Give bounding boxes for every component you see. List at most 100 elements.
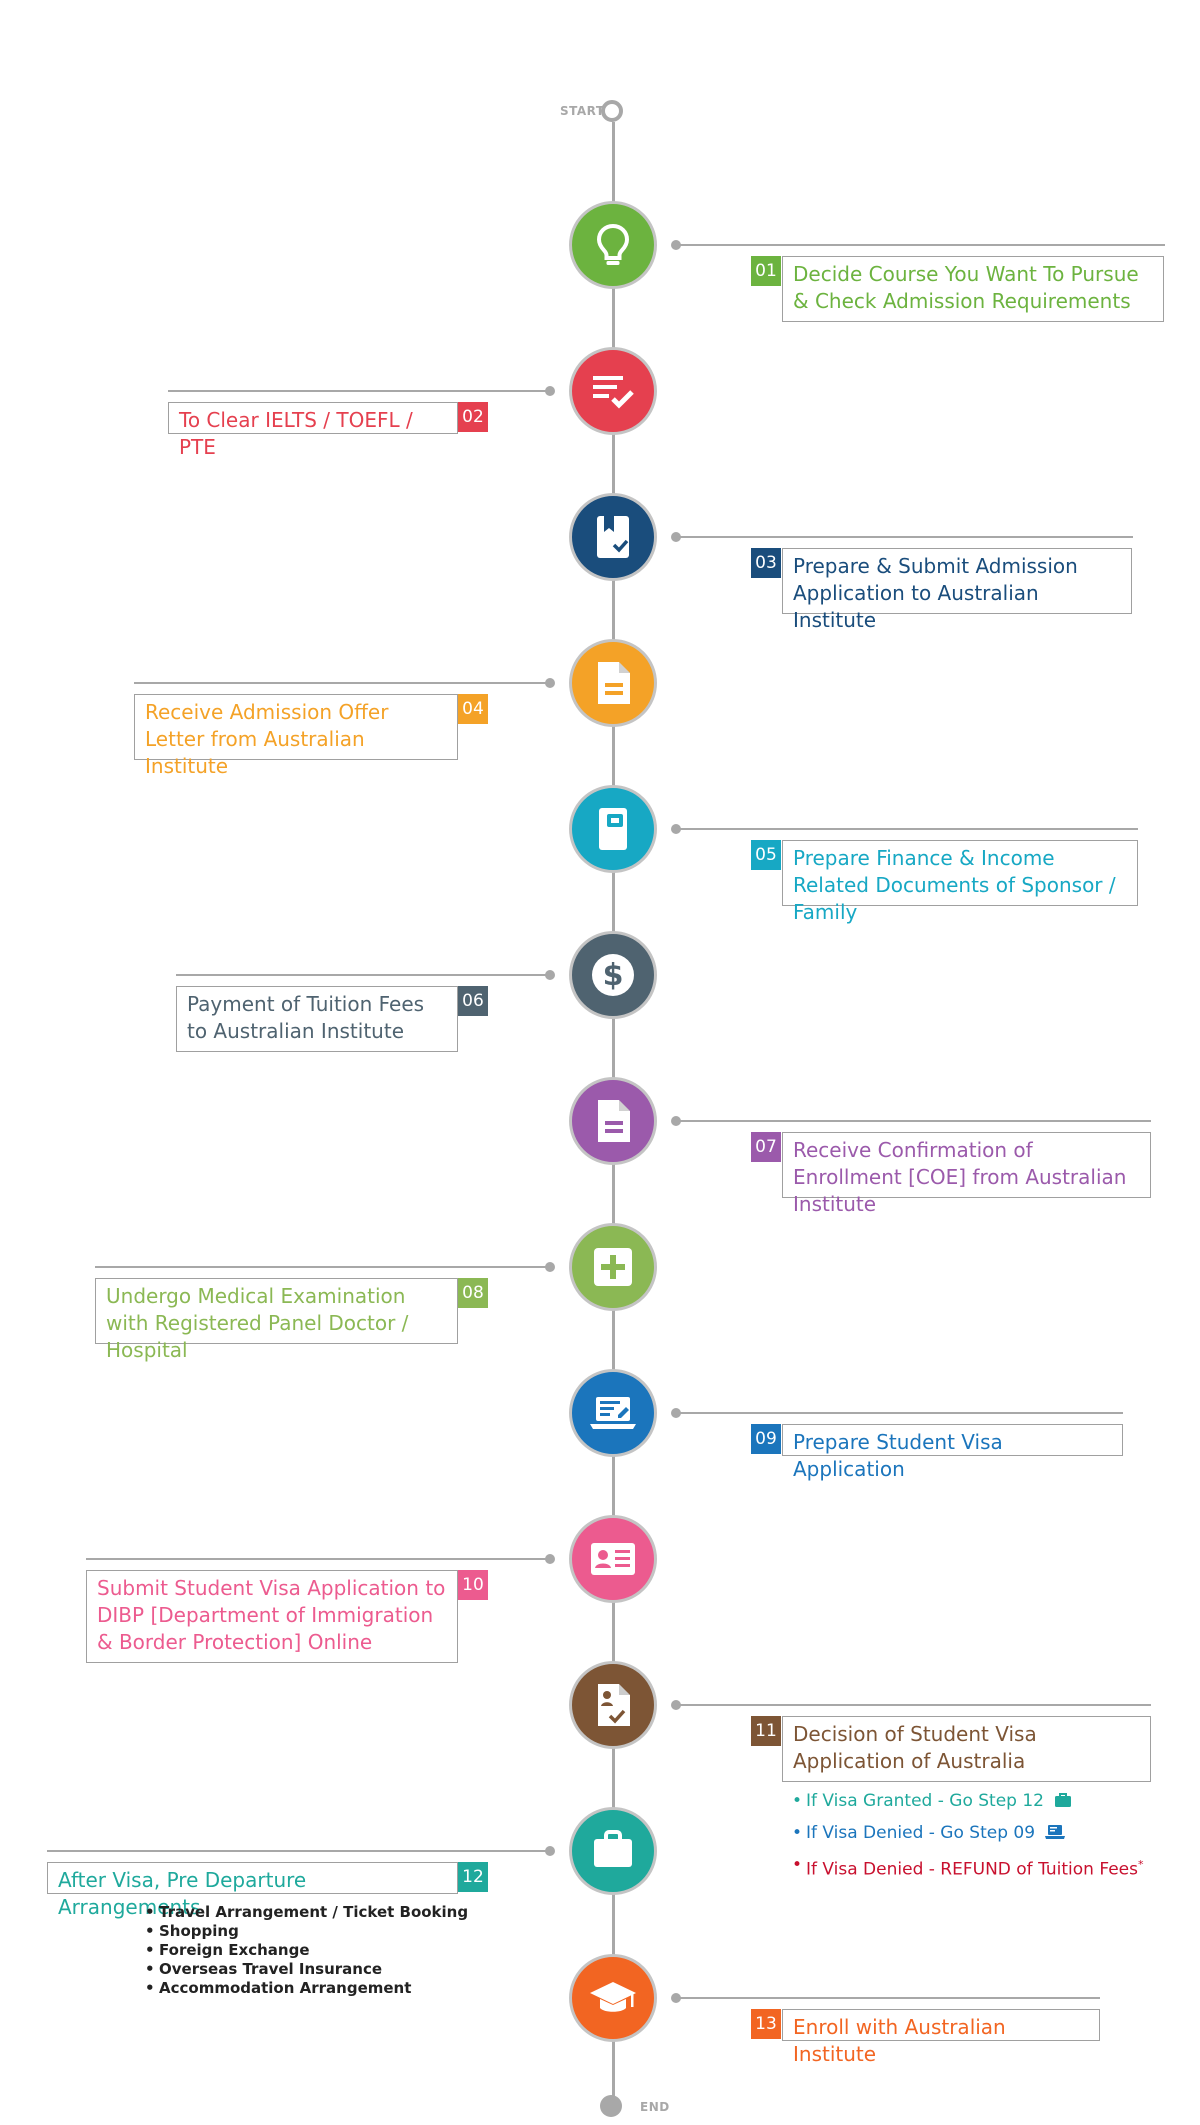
bookmark-check-icon bbox=[588, 512, 638, 562]
step-11-connector bbox=[677, 1704, 1151, 1706]
pre-departure-item: Accommodation Arrangement bbox=[145, 1979, 468, 1998]
step-06-circle: $ bbox=[569, 931, 657, 1019]
step-08-number: 08 bbox=[458, 1278, 488, 1308]
step-05-label: Prepare Finance & Income Related Documen… bbox=[782, 840, 1138, 924]
end-marker bbox=[600, 2095, 622, 2117]
step-11-number: 11 bbox=[751, 1716, 781, 1746]
step-07-connector bbox=[677, 1120, 1151, 1122]
step-08-connector-dot bbox=[545, 1262, 555, 1272]
decision-outcome-item: If Visa Denied - REFUND of Tuition Fees* bbox=[792, 1850, 1143, 1885]
lightbulb-icon bbox=[588, 220, 638, 270]
step-13-circle bbox=[569, 1954, 657, 2042]
svg-text:$: $ bbox=[603, 958, 624, 993]
step-06-number: 06 bbox=[458, 986, 488, 1016]
refund-asterisk: * bbox=[1137, 1858, 1144, 1871]
step-01-connector bbox=[677, 244, 1165, 246]
step-10-connector bbox=[86, 1558, 549, 1560]
pre-departure-item: Travel Arrangement / Ticket Booking bbox=[145, 1903, 468, 1922]
step-13-connector-dot bbox=[671, 1993, 681, 2003]
briefcase-icon bbox=[1054, 1788, 1072, 1818]
step-04-connector-dot bbox=[545, 678, 555, 688]
step-04-number: 04 bbox=[458, 694, 488, 724]
pre-departure-list: Travel Arrangement / Ticket BookingShopp… bbox=[145, 1903, 468, 1998]
step-01-connector-dot bbox=[671, 240, 681, 250]
dollar-icon: $ bbox=[588, 950, 638, 1000]
step-11-label: Decision of Student Visa Application of … bbox=[782, 1716, 1151, 1782]
step-10-circle bbox=[569, 1515, 657, 1603]
step-13-label: Enroll with Australian Institute bbox=[782, 2009, 1100, 2066]
passbook-icon bbox=[588, 804, 638, 854]
decision-outcome-text: If Visa Denied - Go Step 09 bbox=[806, 1823, 1036, 1843]
step-05-circle bbox=[569, 785, 657, 873]
step-05-number: 05 bbox=[751, 840, 781, 870]
id-card-icon bbox=[588, 1534, 638, 1584]
step-03-connector bbox=[677, 536, 1133, 538]
step-09-circle bbox=[569, 1369, 657, 1457]
step-05-connector-dot bbox=[671, 824, 681, 834]
step-07-number: 07 bbox=[751, 1132, 781, 1162]
step-11-connector-dot bbox=[671, 1700, 681, 1710]
step-01-circle bbox=[569, 201, 657, 289]
step-07-label: Receive Confirmation of Enrollment [COE]… bbox=[782, 1132, 1151, 1216]
start-marker bbox=[601, 100, 623, 122]
step-08-label: Undergo Medical Examination with Registe… bbox=[95, 1278, 458, 1362]
decision-outcomes-list: If Visa Granted - Go Step 12 If Visa Deni… bbox=[792, 1786, 1143, 1885]
step-12-connector bbox=[47, 1850, 549, 1852]
step-04-label: Receive Admission Offer Letter from Aust… bbox=[134, 694, 458, 778]
decision-outcome-text: If Visa Denied - REFUND of Tuition Fees bbox=[806, 1859, 1138, 1880]
step-03-connector-dot bbox=[671, 532, 681, 542]
laptop-icon bbox=[1045, 1820, 1066, 1850]
step-13-connector bbox=[677, 1997, 1100, 1999]
document-check-icon bbox=[588, 1680, 638, 1730]
step-06-connector-dot bbox=[545, 970, 555, 980]
pre-departure-item: Overseas Travel Insurance bbox=[145, 1960, 468, 1979]
step-03-circle bbox=[569, 493, 657, 581]
step-08-connector bbox=[95, 1266, 549, 1268]
step-02-label: To Clear IELTS / TOEFL / PTE bbox=[168, 402, 458, 459]
step-07-connector-dot bbox=[671, 1116, 681, 1126]
step-07-circle bbox=[569, 1077, 657, 1165]
checklist-icon bbox=[588, 366, 638, 416]
step-04-circle bbox=[569, 639, 657, 727]
step-10-number: 10 bbox=[458, 1570, 488, 1600]
decision-outcome-text: If Visa Granted - Go Step 12 bbox=[806, 1791, 1044, 1811]
step-03-number: 03 bbox=[751, 548, 781, 578]
decision-outcome-item: If Visa Granted - Go Step 12 bbox=[792, 1786, 1143, 1818]
laptop-icon bbox=[588, 1388, 638, 1438]
step-12-connector-dot bbox=[545, 1846, 555, 1856]
step-02-connector bbox=[168, 390, 549, 392]
graduation-cap-icon bbox=[588, 1973, 638, 2023]
step-12-number: 12 bbox=[458, 1862, 488, 1892]
decision-outcome-item: If Visa Denied - Go Step 09 bbox=[792, 1818, 1143, 1850]
step-12-circle bbox=[569, 1807, 657, 1895]
step-08-circle bbox=[569, 1223, 657, 1311]
step-02-connector-dot bbox=[545, 386, 555, 396]
step-02-circle bbox=[569, 347, 657, 435]
end-label: END bbox=[640, 2100, 670, 2114]
step-01-label: Decide Course You Want To Pursue & Check… bbox=[782, 256, 1164, 322]
pre-departure-item: Shopping bbox=[145, 1922, 468, 1941]
step-10-connector-dot bbox=[545, 1554, 555, 1564]
step-13-number: 13 bbox=[751, 2009, 781, 2039]
step-06-label: Payment of Tuition Fees to Australian In… bbox=[176, 986, 458, 1052]
step-09-connector bbox=[677, 1412, 1123, 1414]
step-02-number: 02 bbox=[458, 402, 488, 432]
step-09-connector-dot bbox=[671, 1408, 681, 1418]
step-06-connector bbox=[176, 974, 549, 976]
pre-departure-item: Foreign Exchange bbox=[145, 1941, 468, 1960]
medical-plus-icon bbox=[588, 1242, 638, 1292]
step-04-connector bbox=[134, 682, 549, 684]
step-11-circle bbox=[569, 1661, 657, 1749]
step-05-connector bbox=[677, 828, 1138, 830]
step-03-label: Prepare & Submit Admission Application t… bbox=[782, 548, 1132, 632]
step-01-number: 01 bbox=[751, 256, 781, 286]
briefcase-icon bbox=[588, 1826, 638, 1876]
step-12-label: After Visa, Pre Departure Arrangements bbox=[47, 1862, 458, 1919]
document-icon bbox=[588, 658, 638, 708]
document-icon bbox=[588, 1096, 638, 1146]
step-09-number: 09 bbox=[751, 1424, 781, 1454]
step-10-label: Submit Student Visa Application to DIBP … bbox=[86, 1570, 458, 1663]
step-09-label: Prepare Student Visa Application bbox=[782, 1424, 1123, 1481]
start-label: START bbox=[560, 104, 605, 118]
